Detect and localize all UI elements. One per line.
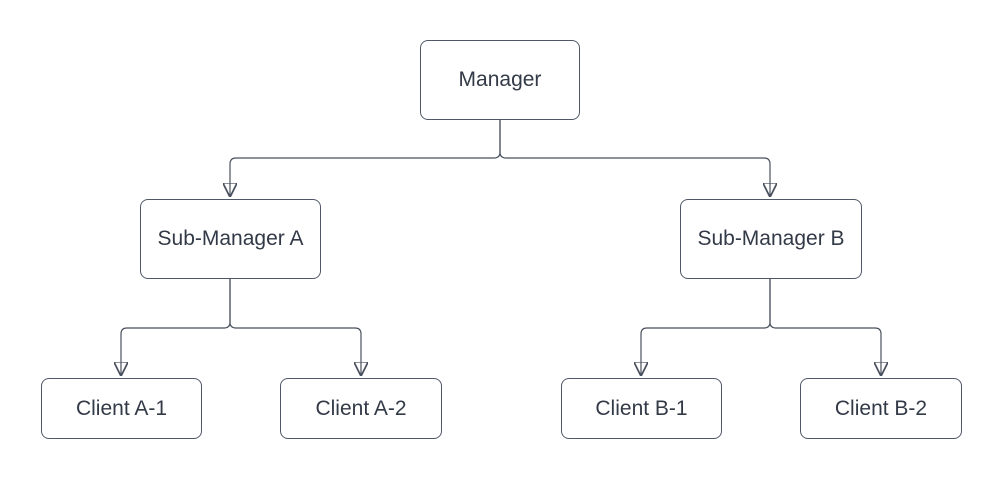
node-manager[interactable]: Manager [420,40,580,120]
node-client-a-1-label: Client A-1 [75,396,168,420]
node-client-b-1-label: Client B-1 [595,396,688,420]
node-sub-manager-a[interactable]: Sub-Manager A [140,199,321,279]
connector-sub-manager-b-to-client-b-2 [769,279,881,374]
node-client-a-2-label: Client A-2 [315,396,407,420]
node-client-b-1[interactable]: Client B-1 [561,378,722,439]
node-manager-label: Manager [458,68,542,92]
connector-sub-manager-a-to-client-a-1 [121,279,231,374]
node-client-a-2[interactable]: Client A-2 [280,378,442,439]
connector-sub-manager-a-to-client-a-2 [229,279,361,374]
node-sub-manager-a-label: Sub-Manager A [157,227,304,251]
node-sub-manager-b-label: Sub-Manager B [697,227,845,251]
node-client-b-2[interactable]: Client B-2 [800,378,962,439]
connector-manager-to-sub-manager-a [230,120,501,195]
node-client-a-1[interactable]: Client A-1 [41,378,202,439]
node-client-b-2-label: Client B-2 [834,396,928,420]
connector-manager-to-sub-manager-b [499,120,770,195]
connector-sub-manager-b-to-client-b-1 [641,279,771,374]
node-sub-manager-b[interactable]: Sub-Manager B [680,199,862,279]
